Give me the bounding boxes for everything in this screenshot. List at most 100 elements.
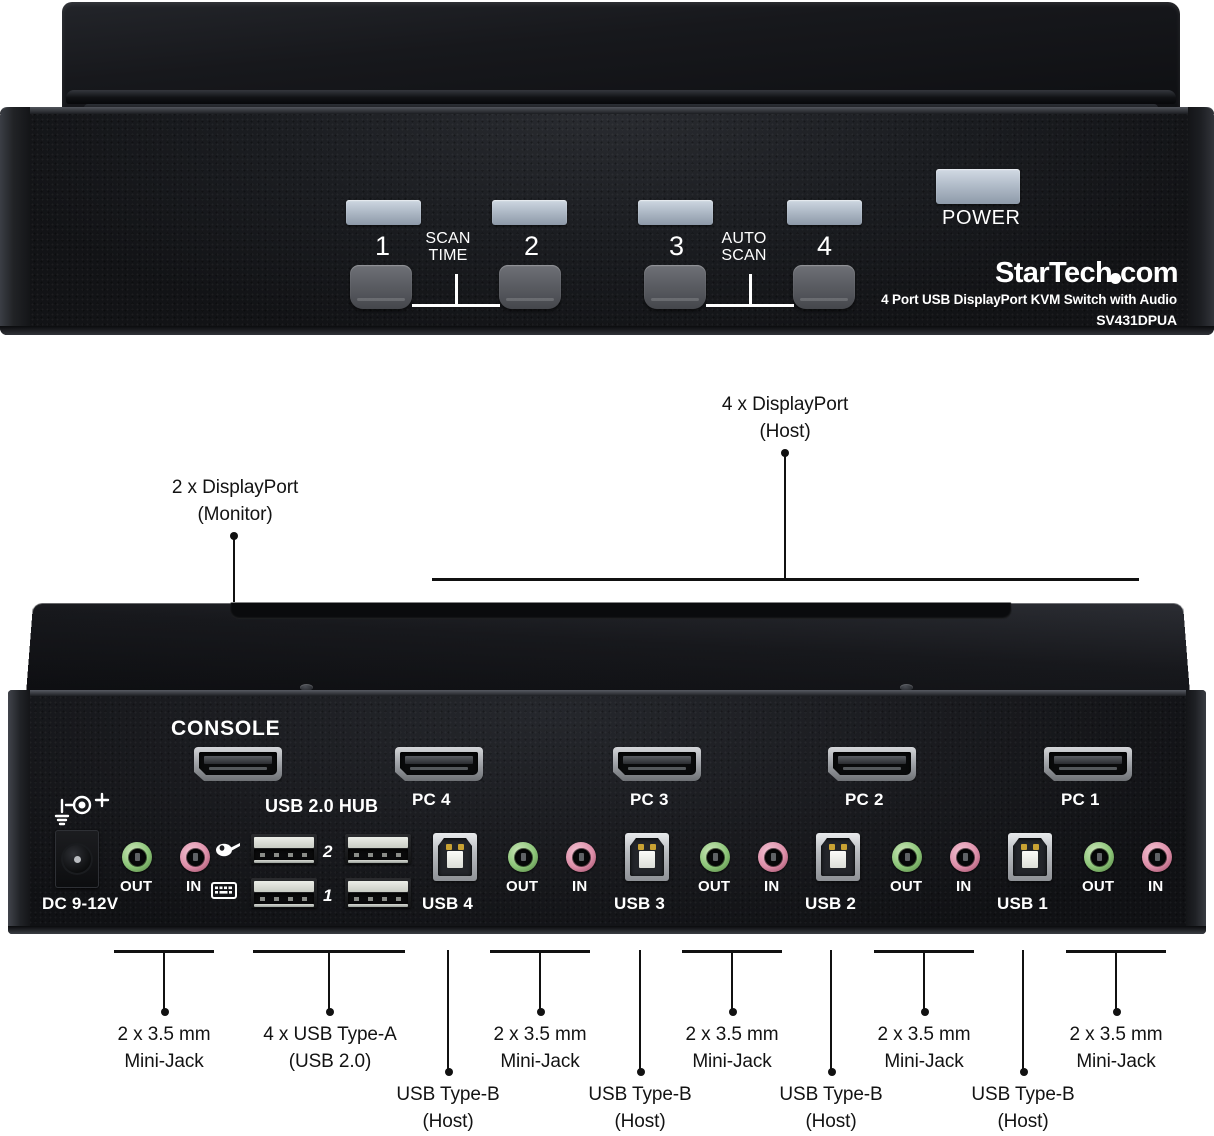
pc3-dp-label: PC 3 (630, 790, 669, 809)
pc2-usb-b-port[interactable] (816, 833, 860, 881)
pc2-audio-out-label: OUT (890, 878, 923, 895)
console-displayport[interactable] (194, 747, 282, 781)
pc2-audio-in-jack[interactable] (950, 842, 980, 872)
rear-top-edge (8, 690, 1206, 696)
console-audio-out-label: OUT (120, 878, 153, 895)
pc3-audio-out-label: OUT (698, 878, 731, 895)
callout-stem-pc1-audio (1115, 950, 1117, 1012)
front-lid-seam (66, 90, 1176, 104)
callout-bracket-dp-host (432, 578, 1139, 581)
usb-hub-port-1a[interactable] (251, 878, 317, 908)
pc3-audio-in-label: IN (764, 878, 780, 895)
port-led-2 (492, 200, 567, 225)
kvm-rear-view: CONSOLE DC 9-12V (0, 602, 1214, 934)
front-right-bevel (1188, 107, 1214, 335)
pc2-usb-label: USB 2 (805, 894, 857, 913)
pc2-audio-in-label: IN (956, 878, 972, 895)
scan-time-line1: SCAN (425, 230, 471, 247)
console-label: CONSOLE (171, 717, 281, 740)
power-polarity-icon (54, 792, 110, 826)
pc4-usb-b-port[interactable] (433, 833, 477, 881)
pc3-usb-b-port[interactable] (625, 833, 669, 881)
pc1-audio-out-jack[interactable] (1084, 842, 1114, 872)
callout-dot-pc1-audio (1113, 1008, 1121, 1016)
pc3-audio-out-jack[interactable] (700, 842, 730, 872)
auto-scan-label: AUTO SCAN (705, 230, 783, 265)
pc1-audio-in-jack[interactable] (1142, 842, 1172, 872)
callout-stem-usb4 (447, 950, 449, 1072)
callout-stem-console-audio (163, 950, 165, 1012)
port-button-1[interactable] (350, 265, 412, 309)
dc-power-jack[interactable] (55, 830, 99, 888)
callout-text-dp-monitor: 2 x DisplayPort (Monitor) (171, 477, 299, 525)
callout-stem-usb2 (830, 950, 832, 1072)
front-left-bevel (0, 107, 30, 335)
port-button-2[interactable] (499, 265, 561, 309)
usb-hub-port-2b[interactable] (345, 834, 411, 864)
pc1-displayport[interactable] (1044, 747, 1132, 781)
callout-text-pc1-audio: 2 x 3.5 mm Mini-Jack (1069, 1024, 1163, 1072)
pc4-dp-label: PC 4 (412, 790, 451, 809)
scan-time-bracket (412, 274, 500, 307)
callout-dot-usb1 (1020, 1068, 1028, 1076)
port-number-1: 1 (375, 231, 391, 261)
callout-text-console-audio: 2 x 3.5 mm Mini-Jack (117, 1024, 211, 1072)
port-number-4: 4 (817, 231, 833, 261)
pc4-displayport[interactable] (395, 747, 483, 781)
mouse-icon (216, 843, 240, 857)
usb-hub-label: USB 2.0 HUB (265, 796, 379, 816)
rear-chassis-top (26, 602, 1190, 694)
callout-stem-usb-hub (328, 950, 330, 1012)
brand-dot-icon (1110, 273, 1122, 284)
scan-time-label: SCAN TIME (409, 230, 487, 265)
callout-stem-pc4-audio (539, 950, 541, 1012)
pc1-usb-label: USB 1 (997, 894, 1049, 913)
rear-top-notch (229, 602, 1012, 619)
console-audio-in-jack[interactable] (180, 842, 210, 872)
console-audio-out-jack[interactable] (122, 842, 152, 872)
callout-dot-pc4-audio (537, 1008, 545, 1016)
port-led-4 (787, 200, 862, 225)
pc1-usb-b-port[interactable] (1008, 833, 1052, 881)
callout-text-usb-hub: 4 x USB Type-A (USB 2.0) (263, 1024, 397, 1072)
callout-dot-pc3-audio (729, 1008, 737, 1016)
port-button-4[interactable] (793, 265, 855, 309)
callout-text-usb1: USB Type-B (Host) (971, 1084, 1075, 1132)
scan-time-line2: TIME (428, 246, 468, 264)
pc4-usb-label: USB 4 (422, 894, 474, 913)
pc1-audio-out-label: OUT (1082, 878, 1115, 895)
callout-stem-usb3 (639, 950, 641, 1072)
callout-dot-dp-monitor (230, 532, 238, 540)
pc3-audio-in-jack[interactable] (758, 842, 788, 872)
pc4-audio-in-jack[interactable] (566, 842, 596, 872)
pc4-audio-in-label: IN (572, 878, 588, 895)
pc3-displayport[interactable] (613, 747, 701, 781)
callout-dot-pc2-audio (921, 1008, 929, 1016)
usb-hub-port-2a[interactable] (251, 834, 317, 864)
product-description: 4 Port USB DisplayPort KVM Switch with A… (881, 292, 1177, 307)
pc1-audio-in-label: IN (1148, 878, 1164, 895)
kvm-front-view: POWER 1 2 3 4 SCAN TIME AUTO SCAN (0, 2, 1214, 347)
callout-dot-dp-host (781, 449, 789, 457)
console-audio-in-label: IN (186, 878, 202, 895)
pc2-displayport[interactable] (828, 747, 916, 781)
usb-hub-row-number-1: 1 (323, 886, 333, 905)
dc-power-label: DC 9-12V (42, 894, 119, 913)
rear-right-bevel (1186, 690, 1206, 934)
pc4-audio-out-jack[interactable] (508, 842, 538, 872)
pc2-audio-out-jack[interactable] (892, 842, 922, 872)
port-led-3 (638, 200, 713, 225)
callout-dot-usb-hub (326, 1008, 334, 1016)
auto-scan-line2: SCAN (721, 246, 767, 264)
auto-scan-line1: AUTO (721, 230, 767, 247)
usb-hub-port-1b[interactable] (345, 878, 411, 908)
pc4-audio-out-label: OUT (506, 878, 539, 895)
callout-text-dp-host: 4 x DisplayPort (Host) (721, 394, 849, 442)
auto-scan-bracket (706, 274, 794, 307)
callout-stem-pc3-audio (731, 950, 733, 1012)
rear-screw-left (300, 684, 313, 691)
rear-left-bevel (8, 690, 30, 934)
port-button-3[interactable] (644, 265, 706, 309)
